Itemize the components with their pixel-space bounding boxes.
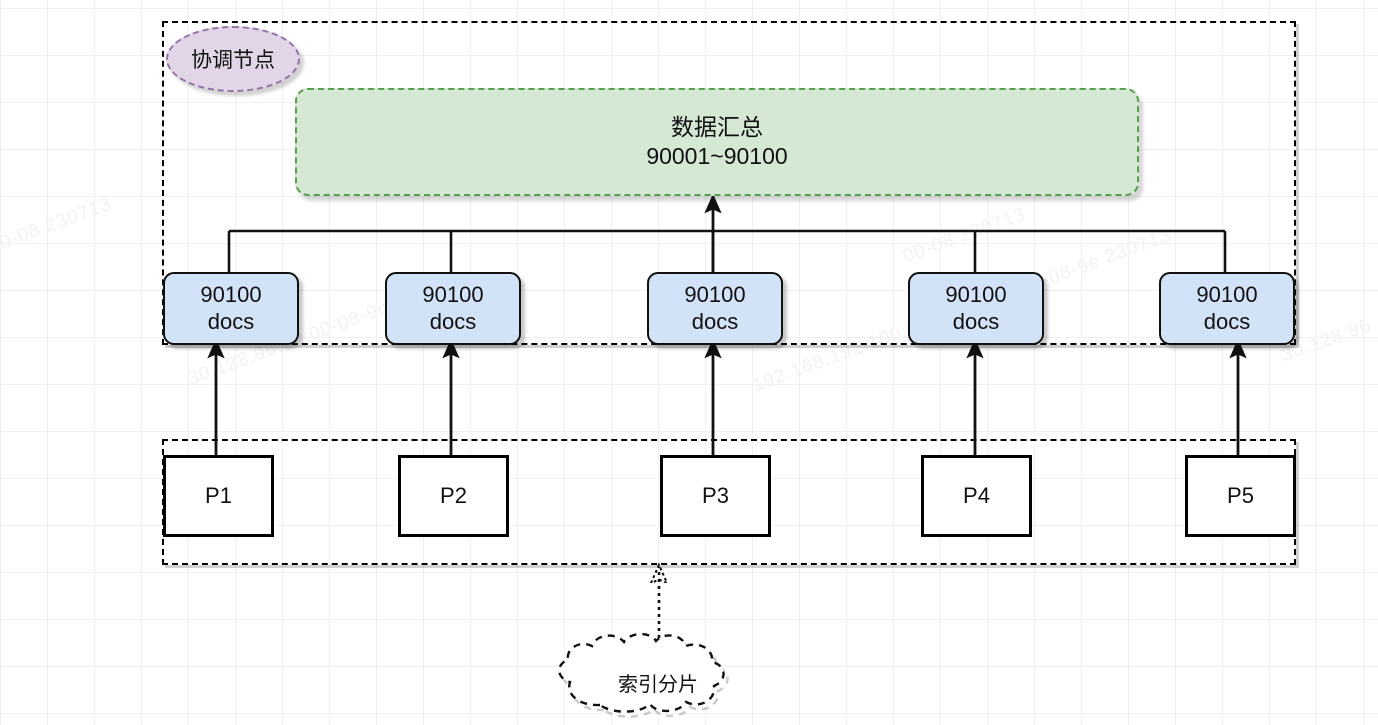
shard-doc-count: 90100 [945, 281, 1007, 307]
partition-label: P2 [440, 483, 467, 508]
aggregation-title: 数据汇总 [671, 114, 763, 141]
partition-box-p2[interactable]: P2 [398, 455, 509, 537]
shard-result-box-1[interactable]: 90100 docs [163, 272, 299, 345]
partition-label: P1 [205, 483, 232, 508]
shard-result-box-3[interactable]: 90100 docs [647, 272, 783, 345]
shard-doc-count: 90100 [422, 281, 484, 307]
shard-doc-unit: docs [429, 308, 477, 334]
partition-box-p4[interactable]: P4 [921, 455, 1032, 537]
shard-doc-unit: docs [207, 308, 255, 334]
data-aggregation-box[interactable]: 数据汇总 90001~90100 [295, 88, 1139, 196]
shard-doc-unit: docs [1203, 308, 1251, 334]
aggregation-range: 90001~90100 [646, 143, 788, 169]
coordinator-node-label: 协调节点 [191, 49, 275, 72]
index-shard-cloud-shape [558, 632, 729, 718]
partition-box-p1[interactable]: P1 [163, 455, 274, 537]
index-shard-cloud-label[interactable]: 索引分片 [618, 674, 698, 696]
partition-label: P5 [1227, 483, 1254, 508]
partition-box-p5[interactable]: P5 [1185, 455, 1296, 537]
partition-label: P4 [963, 483, 990, 508]
shard-doc-unit: docs [952, 308, 1000, 334]
shard-result-box-4[interactable]: 90100 docs [908, 272, 1044, 345]
shard-doc-count: 90100 [200, 281, 262, 307]
shard-doc-count: 90100 [1196, 281, 1258, 307]
coordinator-node-label-ellipse[interactable]: 协调节点 [166, 26, 300, 92]
shard-result-box-2[interactable]: 90100 docs [385, 272, 521, 345]
partition-box-p3[interactable]: P3 [660, 455, 771, 537]
shard-doc-unit: docs [691, 308, 739, 334]
partition-label: P3 [702, 483, 729, 508]
shard-result-box-5[interactable]: 90100 docs [1159, 272, 1295, 345]
shard-doc-count: 90100 [684, 281, 746, 307]
